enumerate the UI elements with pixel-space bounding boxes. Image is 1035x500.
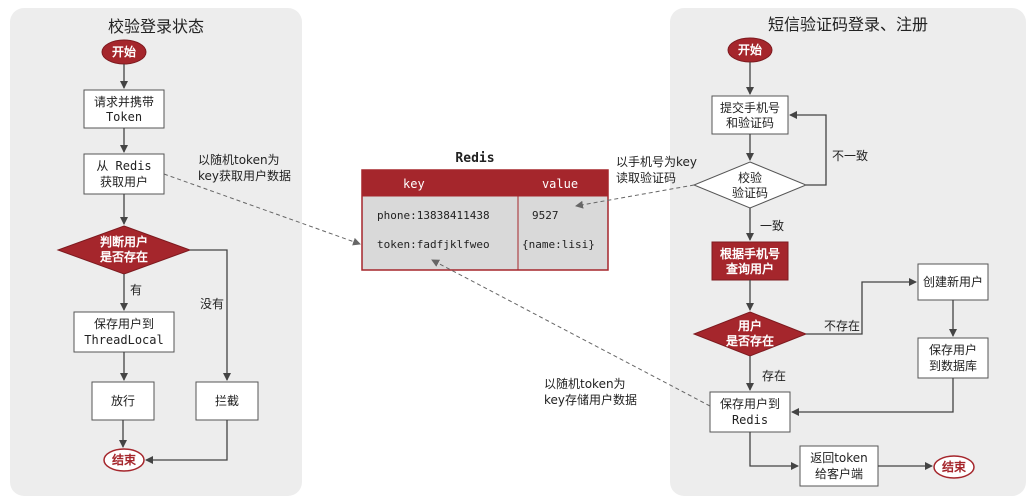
right-edge-save-db-save-redis [791, 378, 954, 416]
left-end-node [103, 448, 145, 472]
dashed-verify-to-redis [575, 184, 695, 209]
right-not-exist-label: 不存在 [824, 319, 860, 333]
left-judge-label-2: 是否存在 [99, 249, 148, 264]
right-match-label: 一致 [760, 219, 784, 233]
left-yes-label: 有 [130, 283, 142, 297]
right-query-label-2: 查询用户 [725, 261, 774, 276]
right-verify-label-2: 验证码 [732, 185, 768, 200]
right-edge-verify-mismatch [789, 111, 827, 186]
right-return-label-1: 返回token [810, 451, 868, 465]
left-allow-label: 放行 [111, 393, 135, 408]
right-end-label: 结束 [942, 459, 967, 474]
right-end-node [933, 455, 975, 479]
right-save-redis-label-2: Redis [732, 413, 768, 427]
redis-value-cell [517, 195, 609, 271]
left-request-box [83, 89, 165, 129]
right-save-db-label-1: 保存用户 [929, 342, 977, 357]
right-save-db-box [917, 337, 989, 379]
right-edge-exists-create [806, 278, 917, 335]
left-note-line-1: 以随机token为 [198, 152, 280, 167]
left-request-label-2: Token [106, 110, 142, 124]
left-no-label: 没有 [200, 296, 224, 311]
redis-row-2-value: {name:lisi} [522, 238, 595, 251]
right-save-redis-label-1: 保存用户到 [720, 396, 780, 411]
right-edge-save-redis-return [749, 432, 799, 470]
redis-row-1-value: 9527 [532, 209, 559, 222]
left-save-label-1: 保存用户到 [94, 316, 154, 331]
right-create-label: 创建新用户 [923, 274, 983, 289]
bottom-note-line-2: key存储用户数据 [544, 392, 637, 407]
right-submit-label-1: 提交手机号 [720, 100, 780, 115]
right-query-label-1: 根据手机号 [720, 246, 780, 261]
right-submit-label-2: 和验证码 [726, 115, 774, 130]
right-save-redis-box [709, 391, 791, 433]
right-note-line-1: 以手机号为key [616, 155, 697, 169]
right-return-label-2: 给客户端 [815, 466, 863, 481]
redis-row-1-key: phone:13838411438 [377, 209, 490, 222]
left-request-label-1: 请求并携带 [94, 94, 154, 109]
redis-key-cell [361, 195, 519, 271]
redis-header-row [362, 170, 608, 196]
right-panel-title: 短信验证码登录、注册 [768, 15, 928, 34]
left-end-label: 结束 [112, 452, 137, 467]
redis-table-frame [361, 169, 609, 271]
left-panel-title: 校验登录状态 [108, 17, 204, 36]
left-note-line-2: key获取用户数据 [198, 168, 291, 183]
right-exists-label-2: 是否存在 [725, 333, 774, 348]
left-block-label: 拦截 [215, 394, 239, 408]
bottom-note-line-1: 以随机token为 [544, 376, 626, 391]
left-fetch-label-2: 获取用户 [100, 174, 148, 189]
left-edge-block-end [145, 420, 228, 464]
right-create-box [917, 263, 989, 301]
right-submit-box [711, 95, 789, 135]
right-return-box [799, 445, 879, 487]
left-fetch-label-1: 从 Redis [96, 159, 151, 173]
left-judge-label-1: 判断用户 [100, 234, 148, 249]
redis-col-value: value [542, 177, 578, 191]
right-exists-label-1: 用户 [737, 318, 762, 333]
left-start-label: 开始 [112, 44, 136, 59]
right-exist-label: 存在 [762, 369, 786, 383]
redis-title: Redis [455, 151, 494, 166]
right-note-line-2: 读取验证码 [616, 170, 676, 185]
right-start-label: 开始 [738, 42, 762, 57]
redis-col-key: key [403, 177, 425, 191]
right-verify-label-1: 校验 [738, 170, 762, 185]
redis-row-2-key: token:fadfjklfweo [377, 238, 490, 251]
right-mismatch-label: 不一致 [832, 149, 868, 163]
left-save-label-2: ThreadLocal [84, 333, 163, 347]
left-edge-judge-block [190, 249, 231, 381]
dashed-save-redis-to-redis [431, 259, 711, 407]
right-save-db-label-2: 到数据库 [929, 358, 977, 373]
